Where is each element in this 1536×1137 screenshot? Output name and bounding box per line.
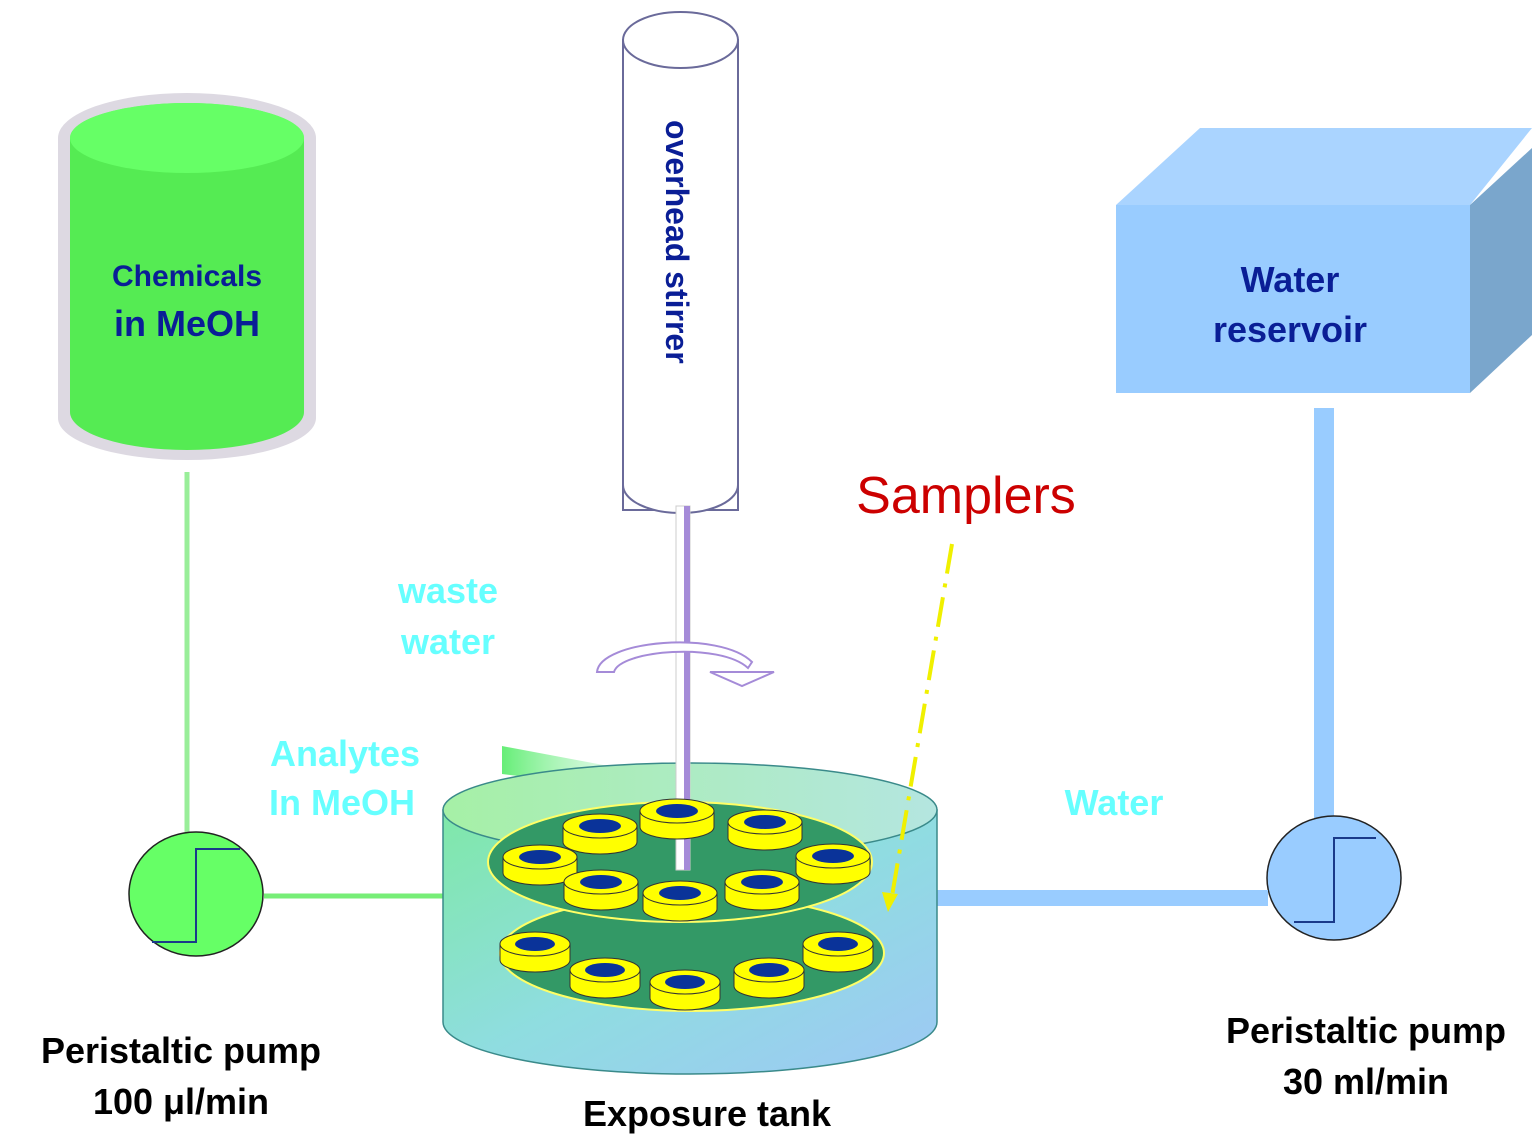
sampler-disk [724,869,800,911]
samplers-upper [502,798,871,922]
reservoir-label-line2: reservoir [1213,309,1367,350]
left-pump-label-line2: 100 μl/min [93,1081,269,1122]
sampler-disk [649,969,721,1011]
chemicals-label-line2: in MeOH [114,303,260,344]
sampler-disk [642,880,718,922]
right-pump-label-line1: Peristaltic pump [1226,1010,1506,1051]
overhead-stirrer [622,11,739,514]
waste-label-line1: waste [397,570,498,611]
sampler-disk [727,809,803,851]
chemicals-label-line1: Chemicals [112,260,262,293]
samplers-lower [499,931,874,1011]
right-pump [1266,815,1402,941]
samplers-pointer-line [890,543,954,897]
sampler-disk [802,931,874,973]
sampler-disk [733,957,805,999]
analytes-label-line2: In MeOH [269,782,415,823]
sampler-disk [795,843,871,885]
rotation-arrow-icon [595,641,775,688]
sampler-disk [502,844,578,886]
sampler-disk [563,869,639,911]
stirrer-label: overhead stirrer [659,120,695,364]
sampler-disk [562,813,638,855]
sampler-disk [499,931,571,973]
samplers-pointer-arrowhead [882,892,898,912]
analytes-label-line1: Analytes [270,733,420,774]
chemicals-container [58,93,316,460]
water-inflow-pipe [908,890,1268,906]
tank-label: Exposure tank [583,1093,832,1134]
water-flow-label: Water [1065,782,1164,823]
right-pump-label-line2: 30 ml/min [1283,1061,1449,1102]
reservoir-label-line1: Water [1241,259,1340,300]
stirrer-shaft [675,505,691,871]
samplers-label: Samplers [856,467,1076,525]
left-pump-label-line1: Peristaltic pump [41,1030,321,1071]
left-pump [128,831,264,957]
waste-label-line2: water [400,621,495,662]
water-reservoir [1116,128,1532,393]
sampler-disk [569,957,641,999]
water-feed-pipe [1314,408,1334,828]
sampler-disk [639,798,715,840]
